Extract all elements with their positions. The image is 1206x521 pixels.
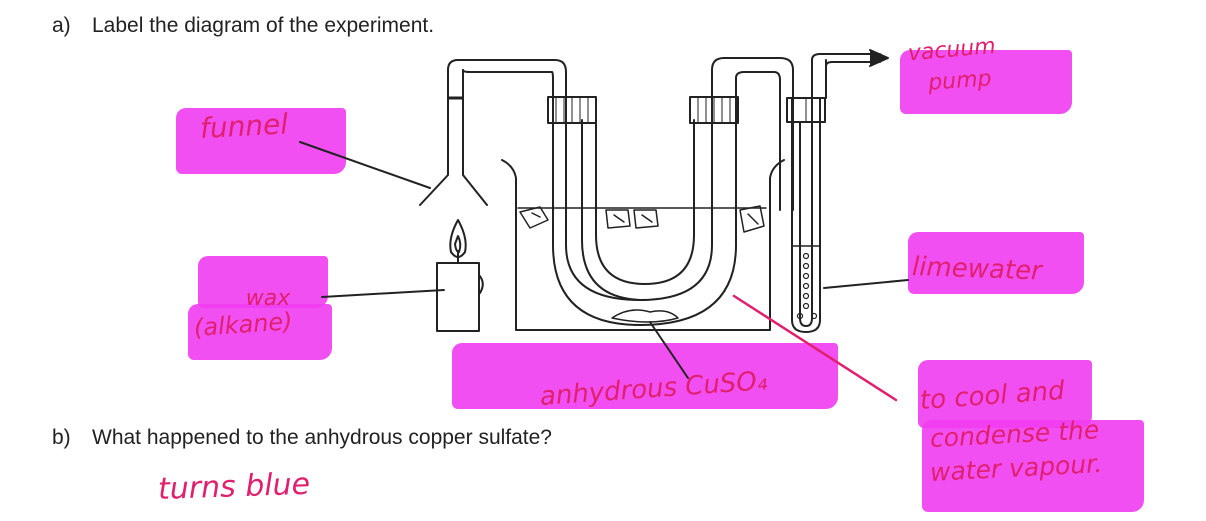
highlight-cool-1: [918, 360, 1092, 428]
question-a-number: a): [52, 14, 71, 37]
limewater-test-tube: [786, 49, 889, 333]
highlight-alkane: [188, 304, 332, 360]
label-wax-line1: wax: [245, 286, 291, 311]
highlight-funnel: [176, 108, 346, 174]
leader-lines: [299, 141, 909, 379]
leader-funnel: [299, 141, 431, 189]
candle-apparatus: [436, 219, 484, 332]
leader-limewater: [823, 279, 909, 289]
question-b-number: b): [52, 426, 71, 449]
ice-cubes: [519, 205, 765, 233]
label-funnel: funnel: [199, 107, 289, 145]
highlight-cool-2: [922, 420, 1144, 512]
leader-wax: [321, 289, 445, 298]
u-tube: [547, 96, 739, 326]
highlight-cuso4: [452, 343, 838, 409]
leader-cuso4: [649, 321, 689, 379]
highlight-limewater: [908, 232, 1084, 294]
question-a: a) Label the diagram of the experiment.: [52, 14, 434, 38]
beaker: [501, 159, 785, 331]
highlight-vacuum-pump: [900, 50, 1072, 114]
connecting-tube: [711, 57, 794, 211]
label-limewater: limewater: [911, 252, 1043, 287]
question-b-text: What happened to the anhydrous copper su…: [92, 426, 552, 449]
answer-b: turns blue: [157, 466, 311, 507]
question-a-text: Label the diagram of the experiment.: [92, 14, 435, 37]
funnel-apparatus: [419, 59, 567, 233]
leader-cool: [732, 294, 898, 402]
bubbles: [796, 252, 818, 320]
question-b: b) What happened to the anhydrous copper …: [52, 426, 552, 450]
highlight-wax: [198, 256, 328, 308]
